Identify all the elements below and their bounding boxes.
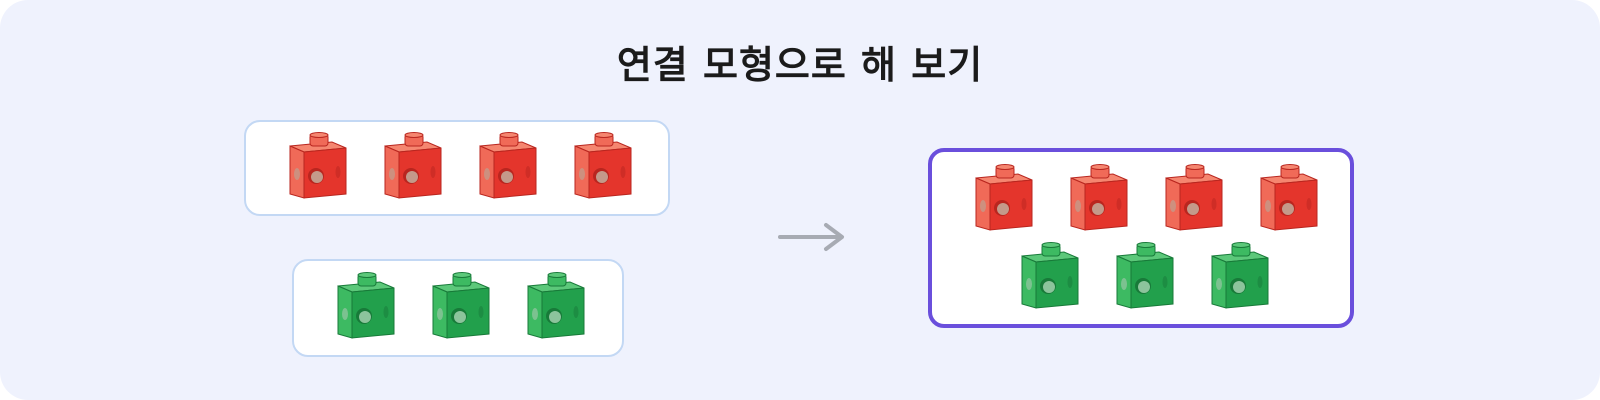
red-cube xyxy=(571,132,635,202)
red-cube xyxy=(972,164,1036,234)
red-cube xyxy=(1257,164,1321,234)
red-cube xyxy=(1067,164,1131,234)
red-cube xyxy=(286,132,350,202)
green-cube xyxy=(524,272,588,342)
page-title: 연결 모형으로 해 보기 xyxy=(616,43,984,87)
green-cube xyxy=(1018,242,1082,312)
green-cube xyxy=(1113,242,1177,312)
green-cube xyxy=(429,272,493,342)
green-cube xyxy=(1208,242,1272,312)
red-cube xyxy=(381,132,445,202)
green-cube xyxy=(334,272,398,342)
red-cube xyxy=(476,132,540,202)
red-cube xyxy=(1162,164,1226,234)
arrow-right-icon xyxy=(778,223,844,251)
